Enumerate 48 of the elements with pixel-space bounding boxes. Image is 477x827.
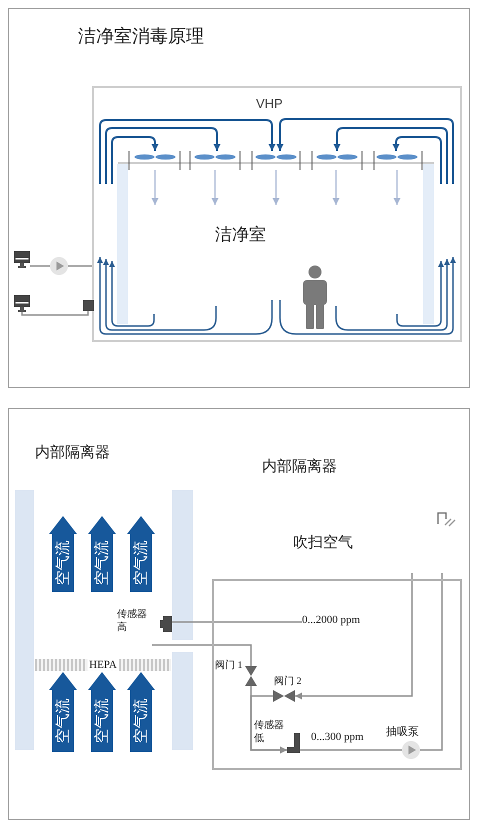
sensor-icon: [160, 616, 172, 632]
filter-label: HEPA: [87, 658, 119, 672]
connector-line: [300, 749, 402, 751]
flow-label: 空气流: [56, 540, 70, 586]
connector-line: [420, 573, 443, 751]
purge-air-label: 吹扫空气: [293, 534, 353, 553]
valve-label: 阀门 2: [274, 676, 302, 688]
hepa-filter: [35, 659, 171, 671]
airflow-indicator: [127, 672, 155, 752]
pump-label: 抽吸泵: [386, 726, 419, 740]
sensor-icon: [83, 300, 94, 311]
airflow-indicator: [49, 516, 77, 592]
valve-icon: [273, 690, 295, 702]
room-outline: [92, 86, 462, 342]
duct-label: VHP: [256, 96, 283, 112]
valve-label: 阀门 1: [215, 660, 242, 672]
range-label: 0...2000 ppm: [302, 614, 360, 628]
monitor-icon: [14, 295, 30, 312]
connector-line: [68, 265, 92, 267]
flow-label: 空气流: [94, 698, 110, 744]
sensor-label: 传感器低: [254, 720, 285, 745]
diagram-panel: [8, 408, 470, 820]
connector-line: [295, 573, 413, 700]
monitor-icon: [14, 251, 30, 268]
flow-label: 空气流: [56, 698, 70, 744]
connector-line: [172, 621, 302, 623]
flow-label: 空气流: [94, 540, 110, 586]
connector-line: [30, 265, 50, 267]
range-label: 0...300 ppm: [311, 731, 364, 745]
connector-line: [21, 311, 89, 316]
flow-label: 空气流: [134, 698, 148, 744]
diagram-panel: [8, 8, 470, 388]
panel-heading: 内部隔离器: [35, 444, 110, 463]
airflow-indicator: [127, 516, 155, 592]
sensor-label: 传感器高: [117, 609, 148, 634]
section-heading: 内部隔离器: [262, 458, 337, 477]
airflow-indicator: [88, 516, 116, 592]
connector-line: [152, 644, 252, 666]
enclosure-frame: [212, 579, 462, 770]
room-label: 洁净室: [215, 224, 266, 246]
valve-icon: [245, 666, 257, 686]
pump-icon: [402, 741, 420, 759]
sensor-icon: [287, 733, 300, 753]
flow-label: 空气流: [134, 540, 148, 586]
airflow-indicator: [88, 672, 116, 752]
panel-heading: 洁净室消毒原理: [78, 25, 204, 48]
pump-icon: [50, 257, 68, 275]
airflow-indicator: [49, 672, 77, 752]
